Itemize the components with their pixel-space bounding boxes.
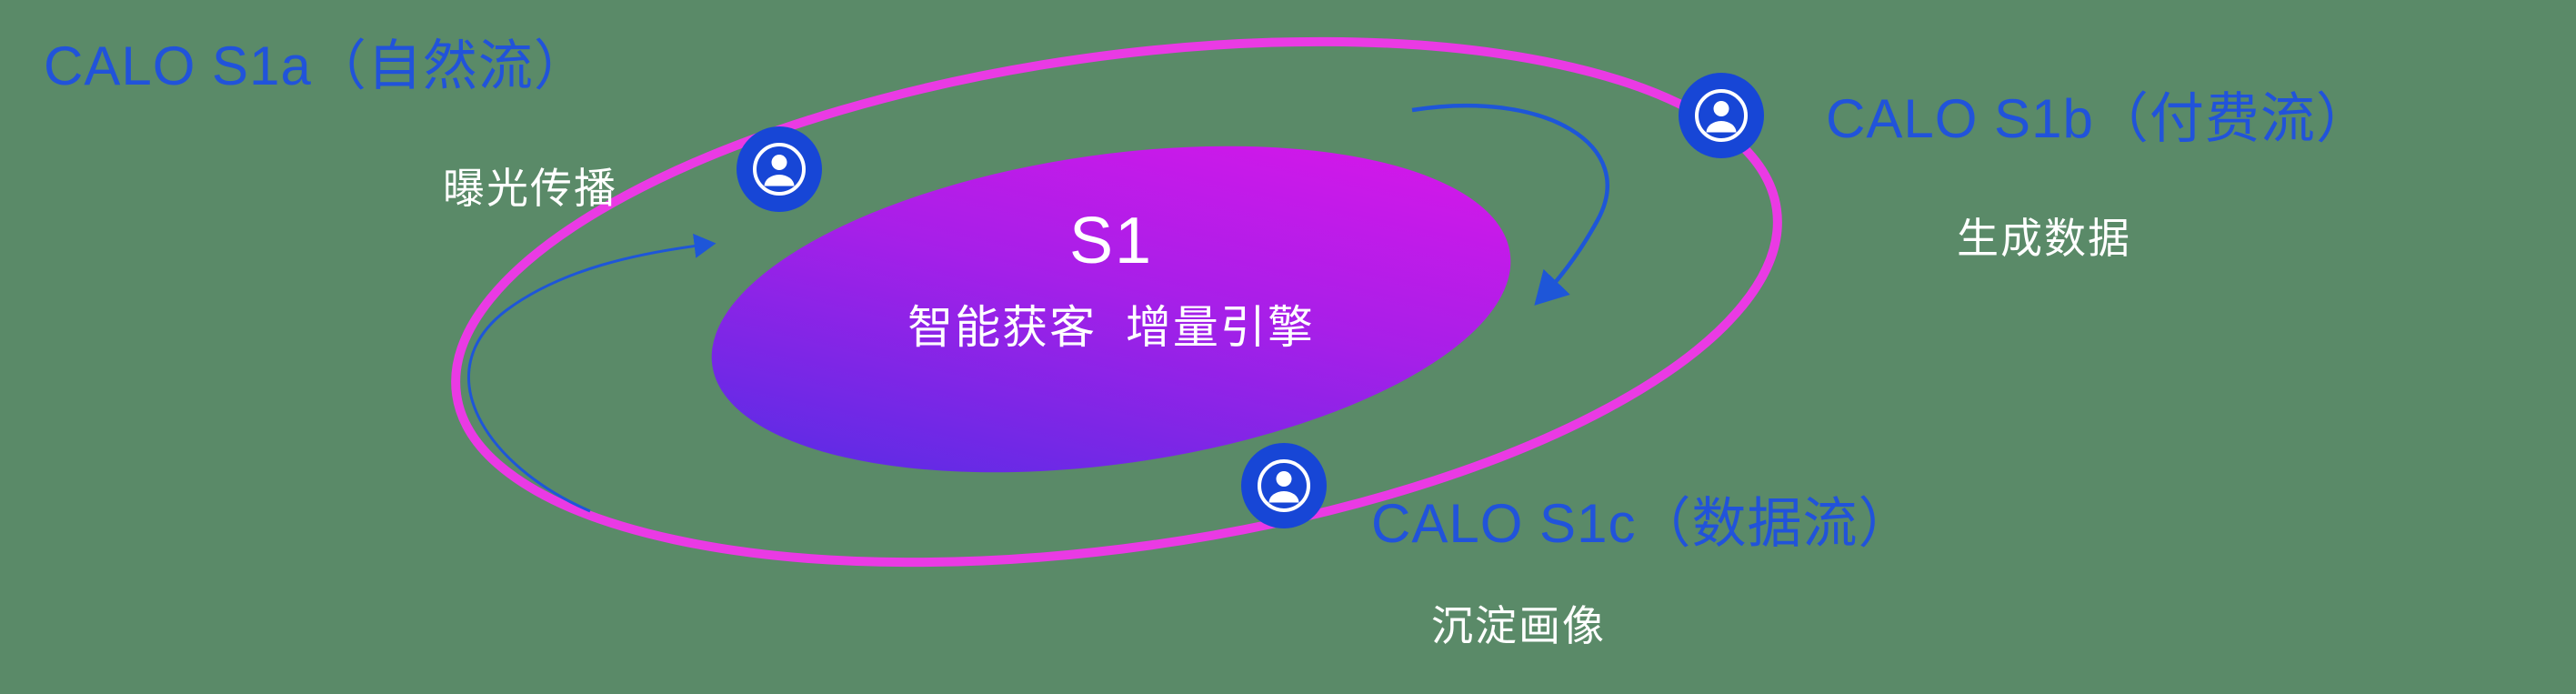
sublabel-s1c: 沉淀画像	[1431, 602, 1606, 649]
user-node-icon-s1a	[736, 126, 823, 213]
label-s1b: CALO S1b（付费流）	[1826, 88, 2371, 149]
core-subtitle: 智能获客 增量引擎	[907, 302, 1315, 353]
sublabel-s1b: 生成数据	[1957, 215, 2131, 262]
orbit-ring	[451, 36, 1782, 568]
user-node-icon-s1b	[1678, 72, 1765, 159]
core-ellipse	[711, 146, 1511, 473]
flow-arrow-left	[467, 233, 717, 513]
label-s1c: CALO S1c（数据流）	[1371, 493, 1914, 554]
sublabel-s1a: 曝光传播	[443, 165, 617, 212]
label-s1a: CALO S1a（自然流）	[44, 35, 589, 96]
user-node-icon-s1c	[1240, 442, 1328, 529]
core-text-group: S1 智能获客 增量引擎	[866, 204, 1357, 357]
flow-arrow-right	[1411, 103, 1609, 306]
core-title: S1	[1068, 205, 1154, 277]
